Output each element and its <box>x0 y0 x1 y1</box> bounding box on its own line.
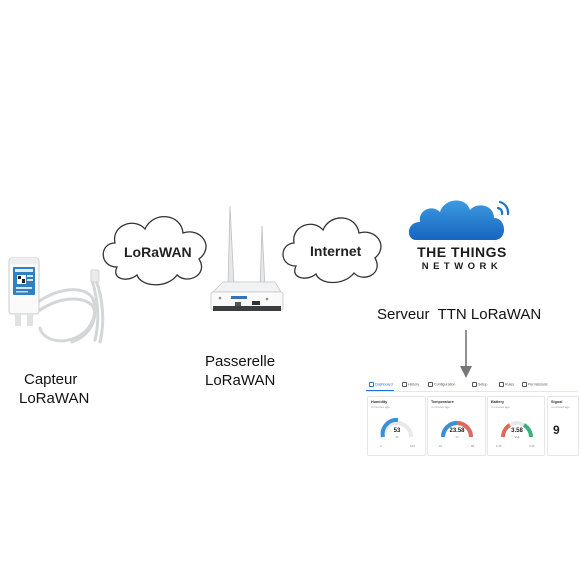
sensor-label-line2: LoRaWAN <box>19 390 90 407</box>
ttn-logo-line2: NETWORK <box>421 261 503 272</box>
tab-history[interactable]: History <box>402 382 419 387</box>
tab-setup[interactable]: Setup <box>472 382 487 387</box>
down-arrow-icon <box>460 330 472 378</box>
signal-value: 9 <box>553 423 560 437</box>
active-tab-indicator <box>366 390 394 391</box>
battery-min: 2.00 <box>496 444 502 448</box>
battery-title: Battery <box>491 400 505 404</box>
signal-card[interactable]: Signal 4 minutes ago 9 <box>547 396 579 456</box>
humidity-value: 53 <box>393 428 401 434</box>
humidity-min: 0 <box>380 444 382 448</box>
battery-card[interactable]: Battery 4 minutes ago 3.58 Volt 2.00 3.6… <box>487 396 545 456</box>
humidity-gauge <box>380 417 413 438</box>
temperature-gauge <box>441 421 473 438</box>
temperature-unit: °C <box>455 435 459 439</box>
gateway-device-icon <box>210 205 284 311</box>
gateway-label: Passerelle LoRaWAN <box>205 352 295 390</box>
ttn-dashboard: Dashboard History Configuration Setup Ru… <box>366 379 579 456</box>
humidity-card[interactable]: Humidity 4 minutes ago 53 % 0 100 <box>367 396 426 456</box>
humidity-title: Humidity <box>371 400 388 404</box>
humidity-subtitle: 4 minutes ago <box>371 405 390 409</box>
sensor-label: Capteur LoRaWAN <box>19 370 104 408</box>
battery-value: 3.58 <box>511 428 523 434</box>
ttn-logo-text: THE THINGS NETWORK <box>410 245 514 273</box>
tab-dashboard[interactable]: Dashboard <box>369 382 393 387</box>
sensor-label-line1: Capteur <box>24 371 78 388</box>
humidity-max: 100 <box>410 444 415 448</box>
server-label: Serveur TTN LoRaWAN <box>377 306 542 323</box>
internet-cloud-label: Internet <box>310 243 362 259</box>
sensor-device-icon <box>8 257 105 344</box>
ttn-logo-line1: THE THINGS <box>417 244 507 260</box>
temperature-min: -40 <box>438 444 443 448</box>
battery-unit: Volt <box>514 435 520 439</box>
gateway-label-line2: LoRaWAN <box>205 372 276 389</box>
humidity-unit: % <box>395 435 399 439</box>
lorawan-cloud <box>102 216 207 286</box>
dashboard-tabs: Dashboard History Configuration Setup Ru… <box>366 379 578 392</box>
temperature-subtitle: 4 minutes ago <box>431 405 450 409</box>
temperature-value: 23.58 <box>449 428 465 434</box>
battery-max: 3.60 <box>529 444 535 448</box>
temperature-max: 85 <box>471 444 475 448</box>
tab-rules[interactable]: Rules <box>499 382 514 387</box>
battery-subtitle: 4 minutes ago <box>491 405 510 409</box>
lorawan-cloud-label: LoRaWAN <box>124 244 192 260</box>
internet-cloud <box>282 217 382 284</box>
tab-permissions[interactable]: Permissions <box>522 382 548 387</box>
signal-subtitle: 4 minutes ago <box>551 405 570 409</box>
battery-gauge <box>501 421 533 438</box>
temperature-title: Temperature <box>431 400 454 404</box>
temperature-card[interactable]: Temperature 4 minutes ago 23.58 °C -40 8… <box>427 396 486 456</box>
tab-configuration[interactable]: Configuration <box>428 382 455 387</box>
gateway-label-line1: Passerelle <box>205 353 276 370</box>
signal-title: Signal <box>551 400 563 404</box>
ttn-cloud-logo-icon <box>408 200 510 240</box>
